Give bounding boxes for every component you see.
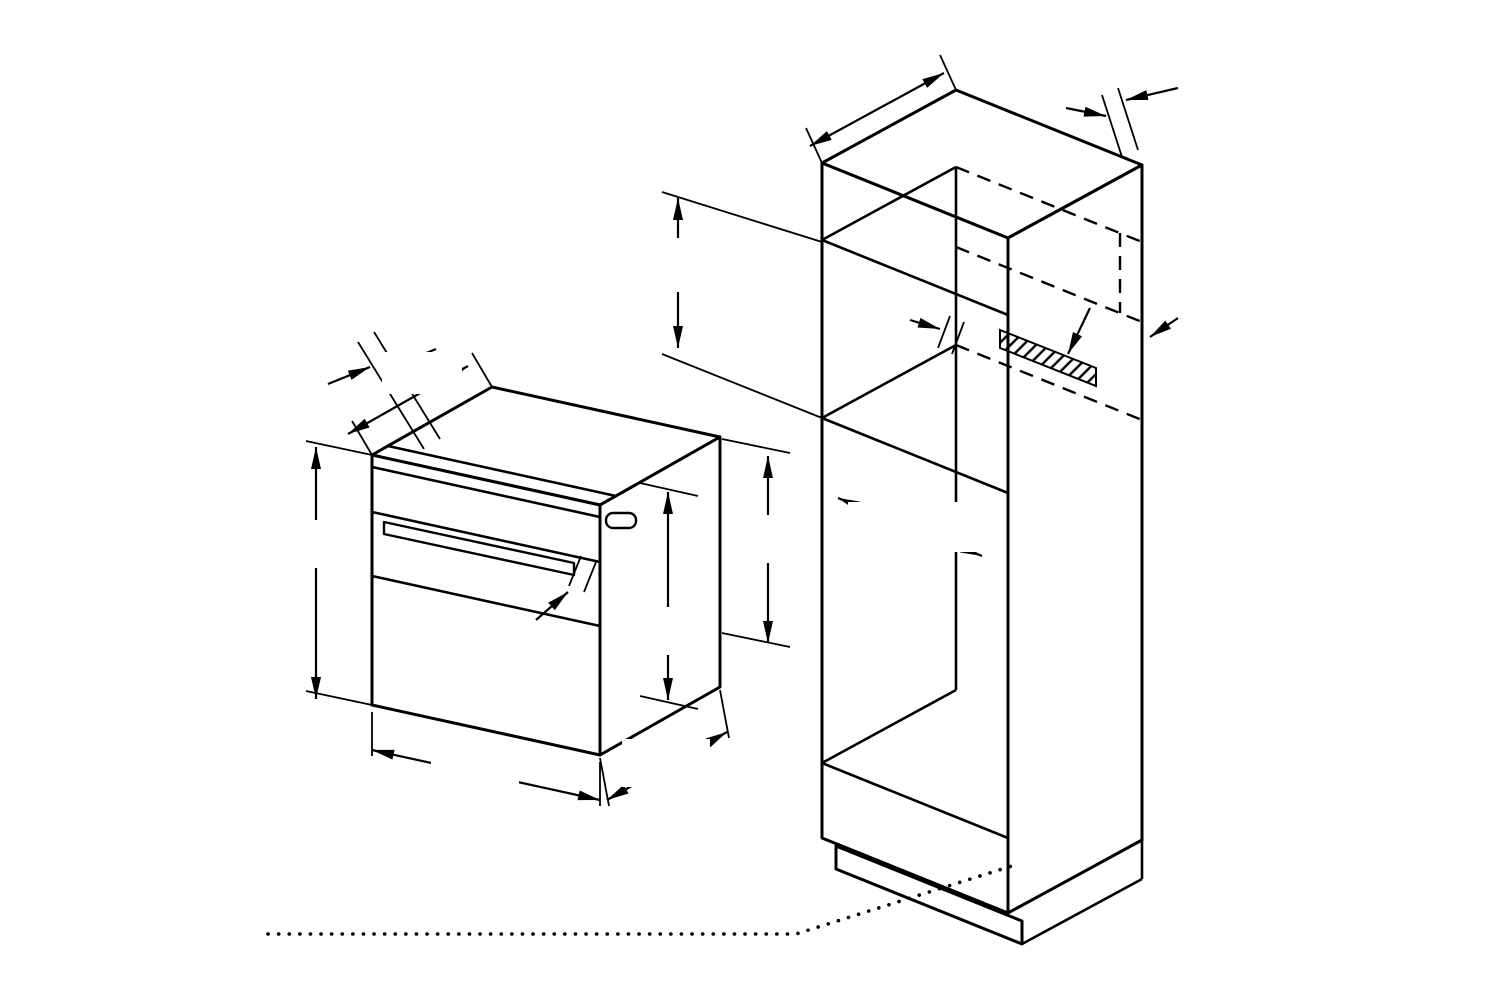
oven-front-panel-lines xyxy=(371,465,601,628)
oven-side-grip-slot xyxy=(604,511,638,530)
oven-front-face xyxy=(370,453,602,757)
dim-top-wall-gap-arrow-right xyxy=(1125,86,1179,102)
dim-handle-depth-ticks xyxy=(568,555,597,593)
dim-body-height-extension-lines xyxy=(639,482,699,710)
wall-contact-arrow xyxy=(1149,317,1179,338)
dim-front-width-extension-lines xyxy=(371,712,601,806)
oven-top-front-strip xyxy=(387,444,617,498)
front-width-label-bg xyxy=(431,741,519,789)
rear-height-label-bg xyxy=(724,515,812,563)
cabinet-hidden-edges xyxy=(955,165,1143,422)
body-height-label-bg xyxy=(624,607,712,655)
niche-height-label-bg xyxy=(620,238,768,292)
cabinet-shelves xyxy=(821,165,1009,840)
cabinet-plinth-side xyxy=(1021,840,1144,946)
oven-isometric xyxy=(370,385,722,757)
dim-handle-depth-arrow xyxy=(535,591,569,621)
dim-rear-height-extension-lines xyxy=(721,438,791,648)
dim-top-wall-gap-arrow-left xyxy=(1065,106,1107,118)
dim-vent-gap-arrow xyxy=(1067,307,1091,355)
niche-width-label-bg xyxy=(848,502,976,552)
dim-rear-clearance-ticks xyxy=(937,315,965,355)
dim-niche-height-extension-lines xyxy=(661,191,823,419)
dim-frame-overhang-arrow-left xyxy=(327,365,371,386)
upper-depth-label-bg xyxy=(382,352,462,394)
dim-top-wall-gap-lines xyxy=(1101,87,1139,158)
front-height-label-bg xyxy=(272,520,360,568)
dim-rear-clearance-arrow xyxy=(909,317,941,331)
dim-min-depth-line xyxy=(809,72,945,147)
body-depth-label-bg xyxy=(622,739,710,787)
label-backgrounds xyxy=(272,238,976,789)
vent-channel-hatch xyxy=(999,328,1097,388)
